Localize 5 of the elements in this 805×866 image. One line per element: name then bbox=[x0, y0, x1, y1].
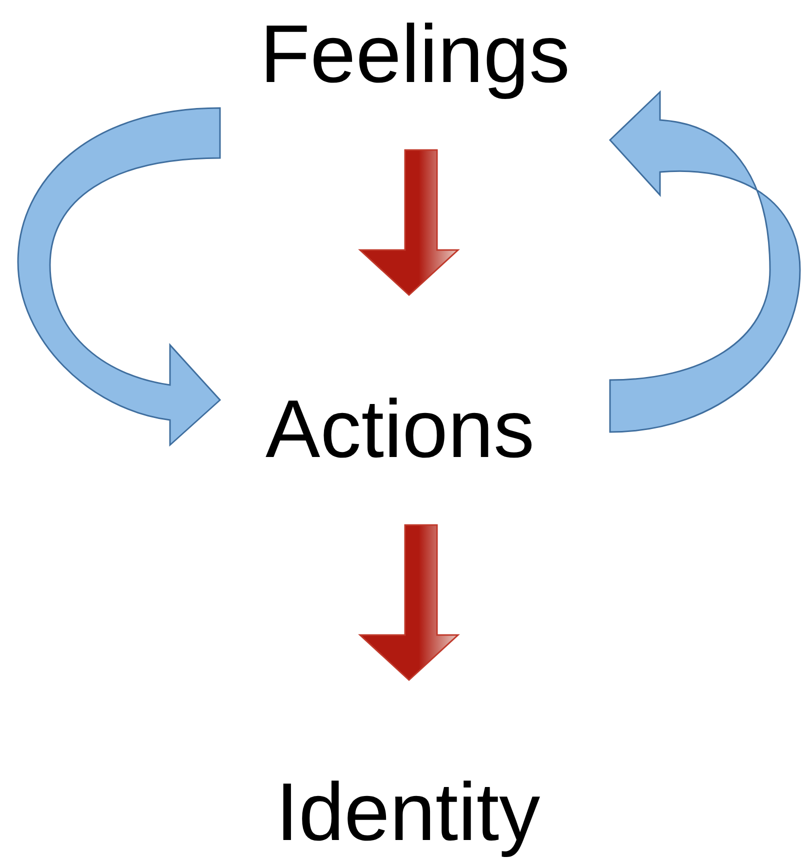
block-arrow bbox=[358, 149, 460, 296]
block-arrow bbox=[358, 524, 460, 682]
curved-arrow bbox=[17, 107, 221, 446]
curved-arrow bbox=[609, 91, 801, 433]
node-label: Actions bbox=[266, 389, 534, 471]
